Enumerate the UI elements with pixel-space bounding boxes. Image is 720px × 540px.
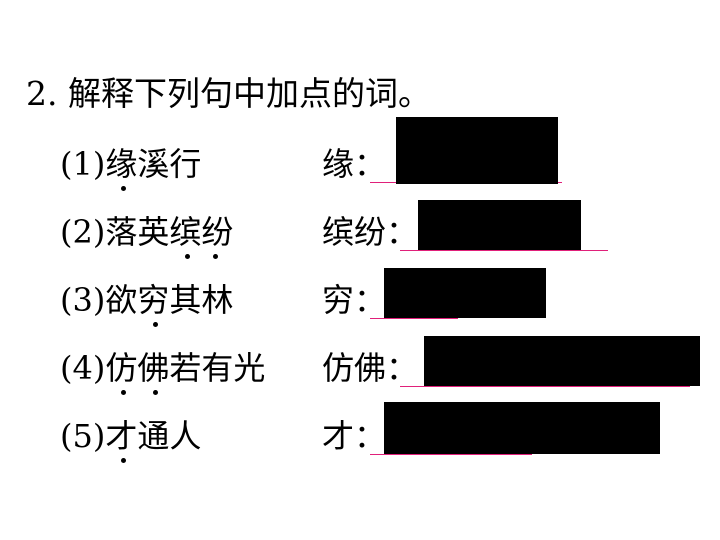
redaction-box	[396, 117, 558, 184]
item-phrase-text: 缘溪行	[105, 145, 202, 183]
answer-label: 缘：	[322, 145, 387, 183]
redaction-box	[384, 268, 546, 318]
emphasis-dot	[121, 186, 126, 191]
redaction-box	[424, 336, 700, 386]
item-phrase-text: 落英缤纷	[105, 213, 234, 251]
item-phrase-text: 仿佛若有光	[105, 349, 266, 387]
list-item: (1)缘溪行 缘：	[0, 117, 720, 191]
item-phrase-text: 才通人	[105, 417, 202, 455]
redaction-box	[384, 402, 660, 454]
item-phrase: (4)仿佛若有光	[60, 346, 265, 390]
list-item: (4)仿佛若有光 仿佛：	[0, 336, 720, 395]
emphasis-dots	[0, 458, 400, 468]
answer-label: 仿佛：	[322, 349, 419, 387]
emphasis-dot	[185, 254, 190, 259]
emphasis-dots	[0, 322, 400, 332]
item-phrase: (2)落英缤纷	[60, 210, 233, 254]
item-number: (4)	[60, 349, 106, 387]
emphasis-dot	[153, 390, 158, 395]
emphasis-dot	[213, 254, 218, 259]
item-number: (3)	[60, 281, 106, 319]
redaction-box	[418, 200, 581, 250]
item-phrase-text: 欲穷其林	[105, 281, 234, 319]
list-item: (3)欲穷其林 穷：	[0, 268, 720, 327]
emphasis-dot	[121, 390, 126, 395]
item-number: (2)	[60, 213, 106, 251]
list-item: (5)才通人 才：	[0, 402, 720, 463]
emphasis-dot	[153, 322, 158, 327]
emphasis-dots	[0, 254, 400, 264]
list-item: (2)落英缤纷 缤纷：	[0, 200, 720, 259]
item-phrase: (5)才通人	[60, 414, 201, 458]
emphasis-dot	[121, 458, 126, 463]
answer-blank[interactable]	[370, 318, 458, 319]
item-number: (5)	[60, 417, 106, 455]
emphasis-dots	[0, 390, 400, 400]
answer-label: 才：	[322, 417, 387, 455]
answer-blank[interactable]	[400, 386, 690, 387]
answer-blank[interactable]	[370, 454, 532, 455]
item-number: (1)	[60, 145, 106, 183]
answer-label: 穷：	[322, 281, 387, 319]
item-phrase: (1)缘溪行	[60, 142, 201, 186]
question-title: 2. 解释下列句中加点的词。	[26, 74, 431, 113]
emphasis-dots	[0, 186, 400, 196]
answer-blank[interactable]	[400, 250, 608, 251]
item-phrase: (3)欲穷其林	[60, 278, 233, 322]
answer-label: 缤纷：	[322, 213, 419, 251]
